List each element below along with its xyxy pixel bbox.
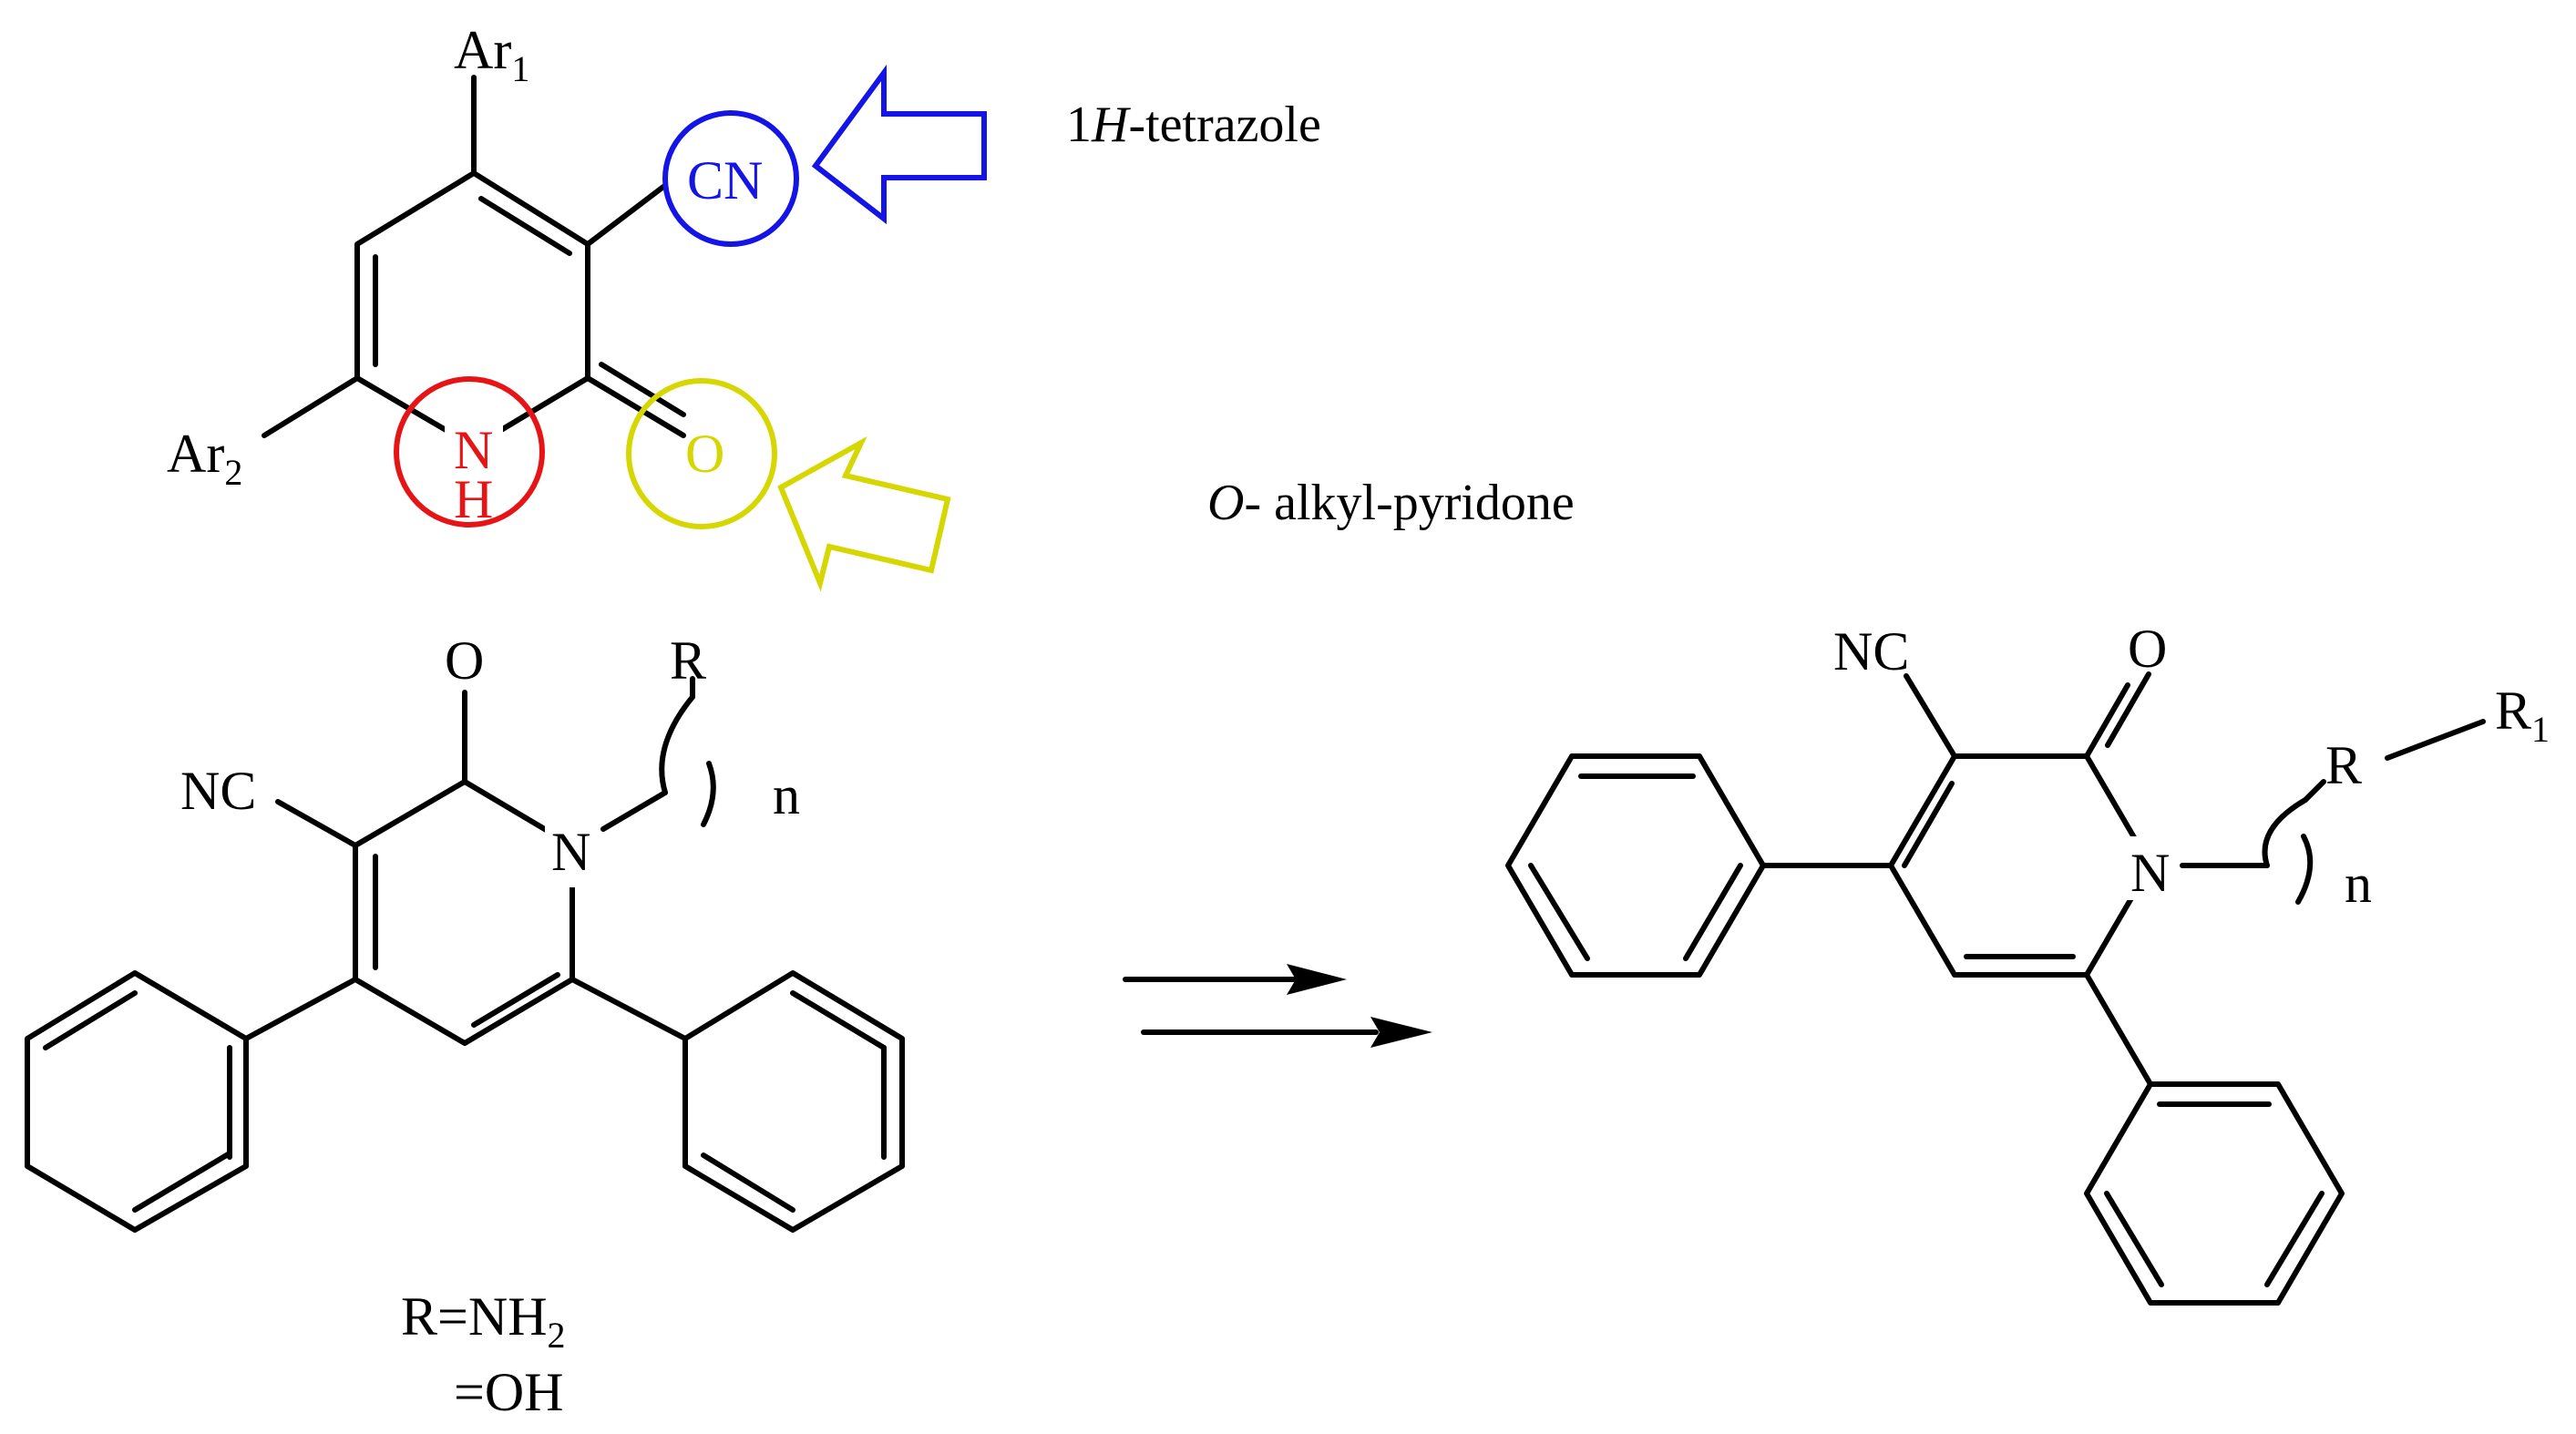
ar1-label: Ar1 [454,20,529,89]
left-o-label: O [445,630,484,691]
right-r-label: R [2325,735,2362,795]
yellow-arrow-icon [777,435,951,592]
right-product-structure: NC O N R R1 n [1505,619,2550,1306]
r-definition-line1: R=NH2 [401,1286,566,1356]
reaction-arrow-head-upper [1287,964,1347,995]
alkyl-pyridone-annotation: O- alkyl-pyridone [1207,475,1575,531]
left-pyridone-structure: O NC N R n R=NH2 =OH [25,630,905,1422]
nitrile-label: CN [687,150,763,210]
nh-highlight-circle [394,376,545,528]
ar2-label: Ar2 [167,424,242,493]
top-pyridone-structure: Ar1 Ar2 CN N H O [167,20,987,592]
left-nc-label: NC [180,761,256,821]
left-n-label: N [551,822,590,882]
reaction-arrow-head-lower [1370,1017,1432,1048]
left-r-label: R [670,630,706,691]
blue-arrow-icon [811,64,987,225]
nitrile-highlight-circle [662,110,799,247]
nh-h-label: H [454,469,493,529]
right-nc-label: NC [1833,621,1909,681]
carbonyl-o-label: O [685,424,724,484]
right-n-index-label: n [2345,854,2372,914]
reaction-arrows [1123,964,1432,1048]
tetrazole-annotation: 1H-tetrazole [1066,97,1321,153]
carbonyl-highlight-circle [626,378,777,529]
nh-n-label: N [454,420,493,480]
r-definition-line2: =OH [454,1362,564,1422]
right-o-label: O [2128,619,2167,679]
right-r1-label: R1 [2495,681,2550,750]
left-n-index-label: n [773,765,800,825]
right-n-label: N [2130,843,2170,903]
